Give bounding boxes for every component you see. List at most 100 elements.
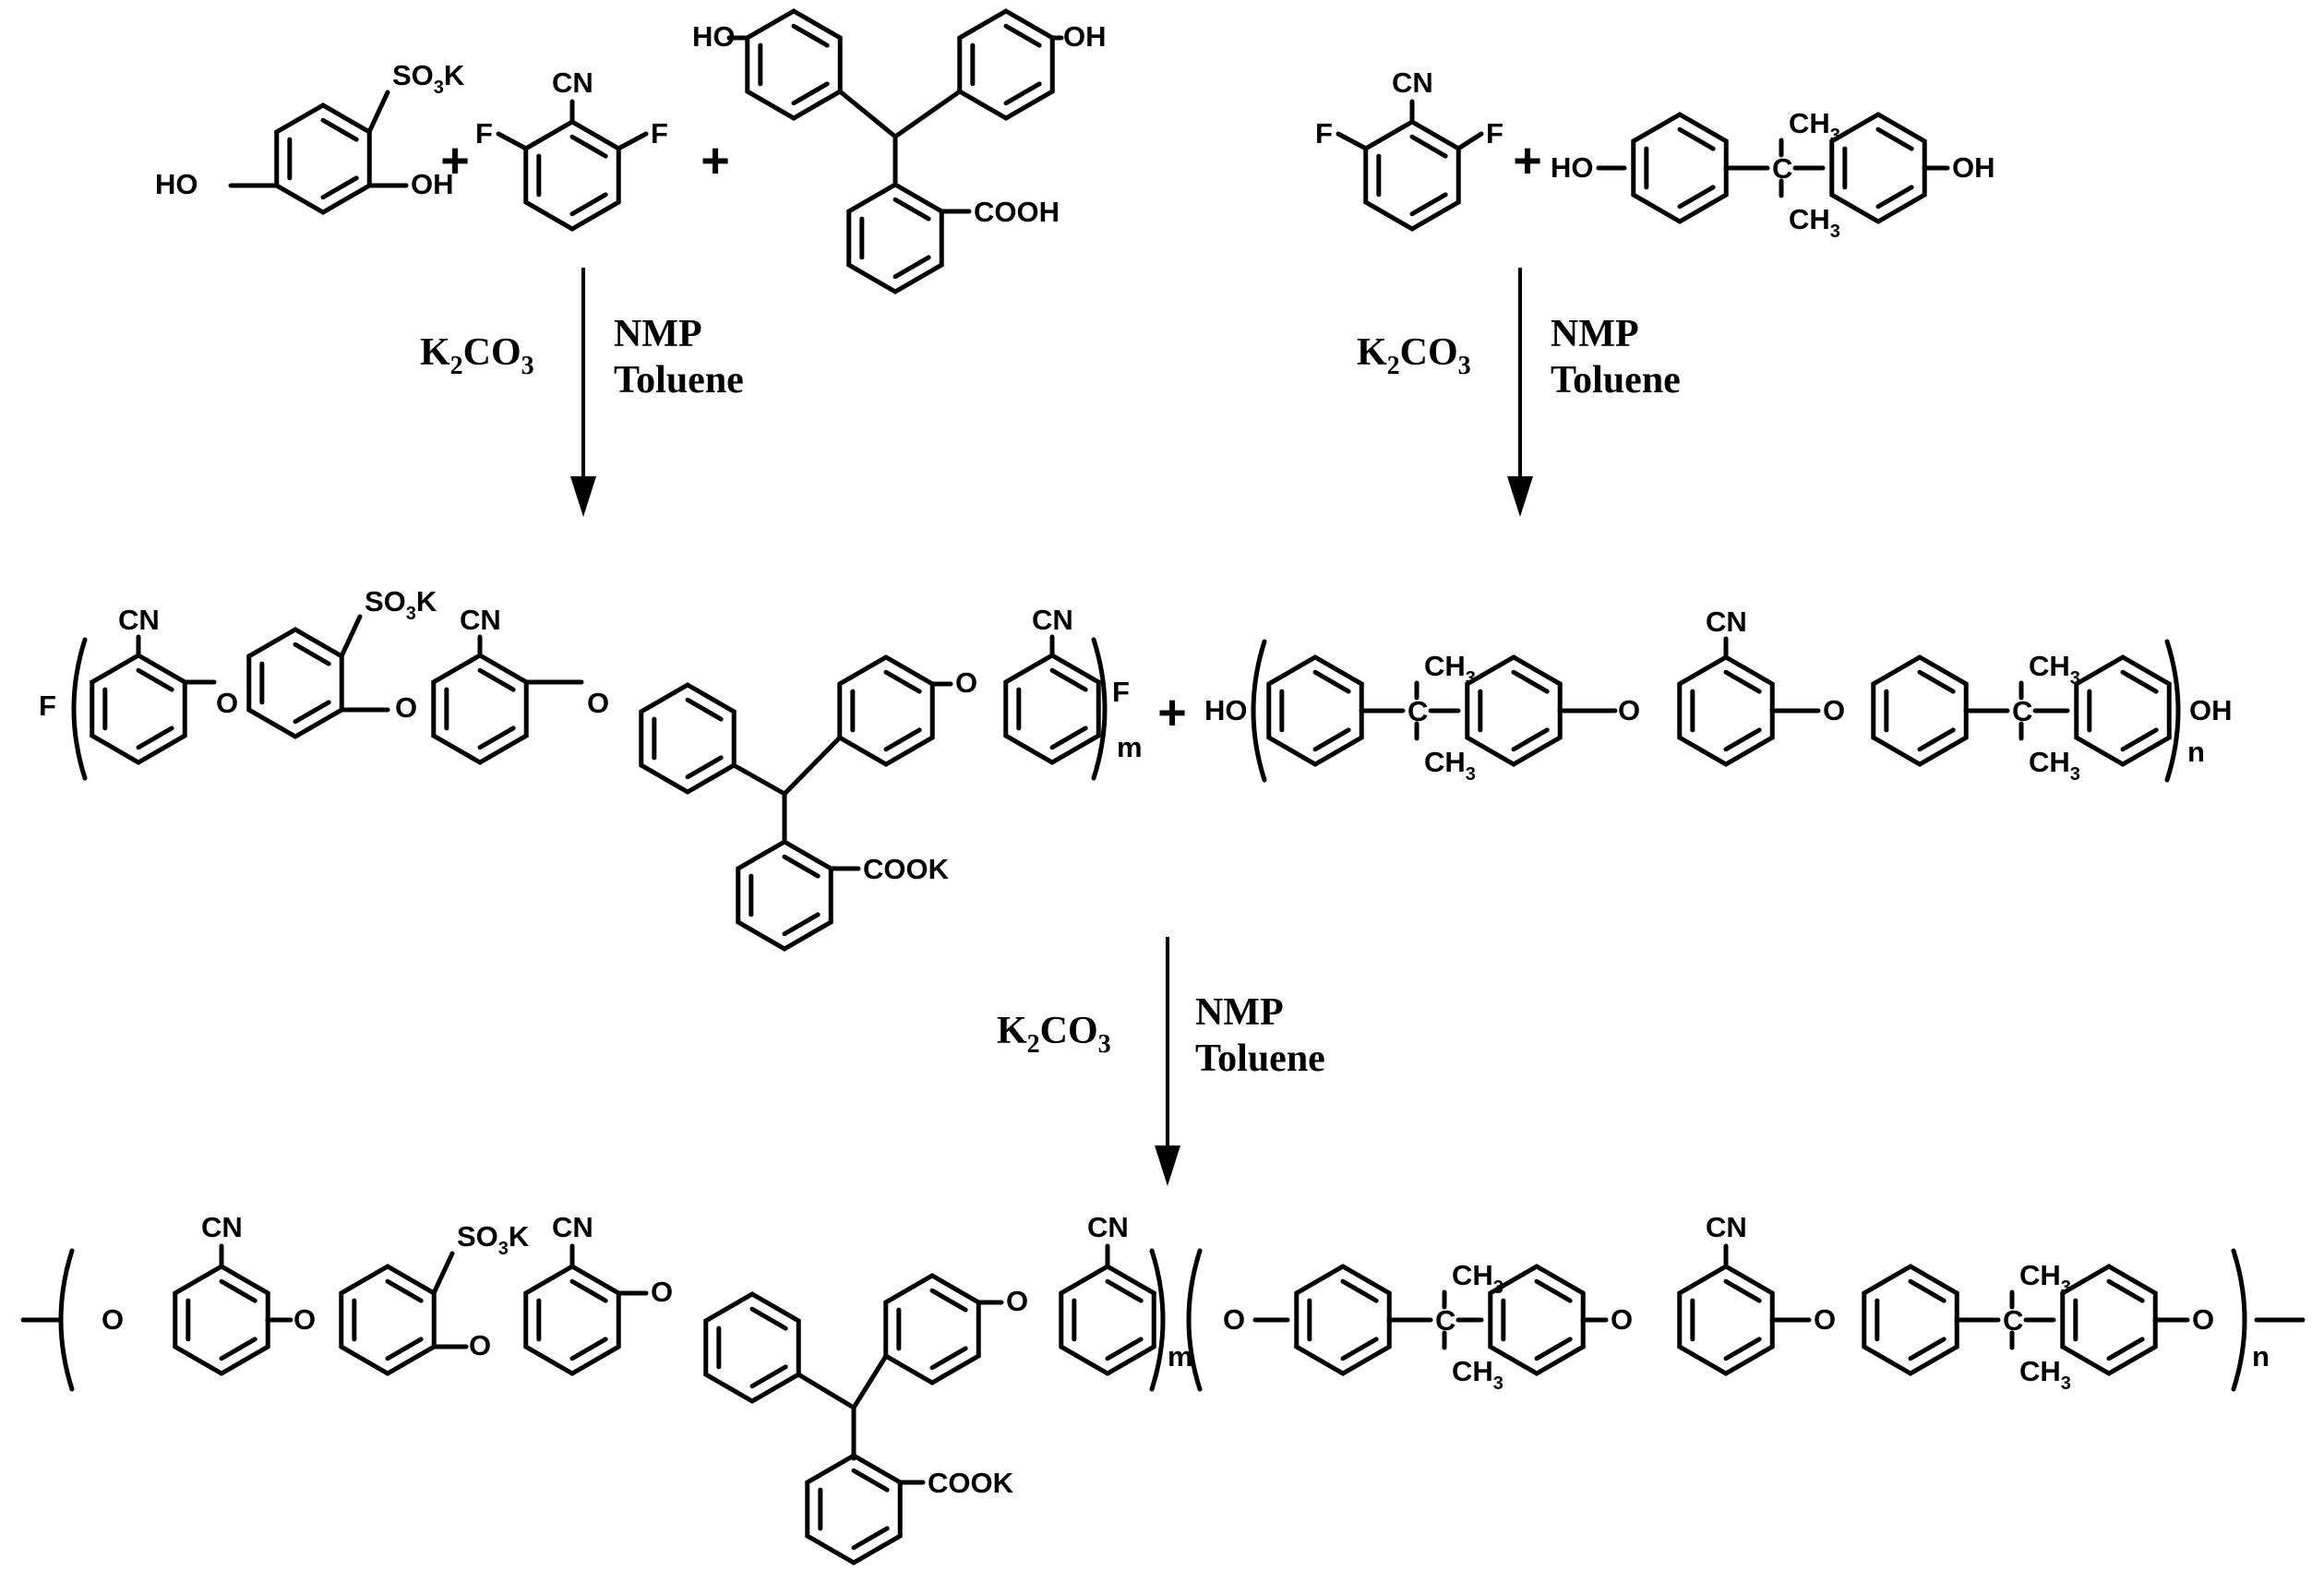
olig1-ring-5 bbox=[837, 654, 935, 767]
n-subscript-2: n bbox=[2252, 1340, 2270, 1373]
double-bond bbox=[791, 81, 830, 106]
double-bond bbox=[1049, 726, 1088, 750]
bpa-ring-right bbox=[1829, 112, 1927, 224]
olig2-ring-4 bbox=[1871, 654, 1969, 767]
olig2-cme2-2-c: C bbox=[2012, 695, 2032, 727]
dfbn-ring-1 bbox=[523, 119, 621, 232]
cn-label-4: CN bbox=[460, 604, 501, 636]
bracket-close-m1 bbox=[1091, 637, 1108, 781]
so3k-label-3: SO3K bbox=[457, 1220, 530, 1259]
double-bond bbox=[293, 642, 331, 666]
cn-label-8: CN bbox=[552, 1211, 593, 1243]
reagent-labels: K2CO3NMPTolueneK2CO3NMPTolueneK2CO3NMPTo… bbox=[420, 313, 1681, 1080]
double-bond bbox=[1723, 669, 1762, 694]
double-bond bbox=[569, 1278, 608, 1303]
ring-outline bbox=[1266, 654, 1364, 767]
cn-label-6: CN bbox=[1706, 606, 1747, 638]
olig2-ring-2 bbox=[1465, 654, 1563, 767]
double-bond bbox=[1917, 669, 1956, 694]
double-bond bbox=[1917, 727, 1956, 752]
double-bond bbox=[2106, 1278, 2145, 1303]
double-bond bbox=[136, 726, 174, 750]
bracket-open-m1 bbox=[71, 637, 88, 781]
ch-bond bbox=[782, 735, 843, 797]
olig2-cme2-1-c: C bbox=[1408, 695, 1428, 727]
poly-ring-11 bbox=[1862, 1264, 1959, 1376]
ring-outline bbox=[1465, 654, 1563, 767]
double-bond bbox=[1312, 669, 1351, 694]
phenolphthalin-ring-left bbox=[745, 8, 843, 121]
ring-outline bbox=[1871, 654, 1969, 767]
double-bond bbox=[219, 1337, 258, 1361]
ring-outline bbox=[1677, 1264, 1775, 1376]
double-bond bbox=[569, 1337, 608, 1361]
plus-1: + bbox=[440, 133, 470, 188]
poly-cme2-1-ch3-top: CH3 bbox=[1452, 1259, 1503, 1298]
double-bond bbox=[385, 1278, 424, 1303]
reagent-solvent-1a: NMP bbox=[614, 313, 702, 355]
double-bond bbox=[1340, 1337, 1379, 1361]
m-subscript-2: m bbox=[1168, 1340, 1193, 1373]
olig2-cme2-2-ch3-top: CH3 bbox=[2029, 650, 2080, 689]
poly-cme2-2-c: C bbox=[2003, 1304, 2023, 1337]
ring-outline bbox=[1677, 654, 1775, 767]
o-label-6: O bbox=[1823, 694, 1845, 726]
reagent-solvent-1b: Toluene bbox=[614, 359, 744, 402]
double-bond bbox=[1409, 134, 1448, 159]
cn-label-9: CN bbox=[1087, 1211, 1129, 1243]
ho-end: HO bbox=[1204, 694, 1248, 726]
double-bond bbox=[1340, 1278, 1379, 1303]
double-bond bbox=[892, 197, 931, 222]
double-bond bbox=[385, 1337, 424, 1361]
plus-3: + bbox=[1513, 133, 1542, 188]
bpa-ring-left bbox=[1631, 112, 1729, 224]
f-label-3: F bbox=[1315, 117, 1333, 150]
o-label-11: O bbox=[1006, 1285, 1028, 1317]
reagent-solvent-2a: NMP bbox=[1551, 313, 1639, 355]
double-bond bbox=[782, 854, 821, 879]
double-bond bbox=[851, 1468, 890, 1493]
double-bond bbox=[883, 727, 922, 752]
double-bond bbox=[2106, 1337, 2145, 1361]
ch-bond bbox=[851, 1353, 889, 1410]
double-bond bbox=[136, 667, 174, 692]
poly-ring-7 bbox=[1059, 1264, 1156, 1376]
double-bond bbox=[1003, 81, 1042, 106]
double-bond bbox=[477, 667, 516, 692]
double-bond bbox=[1534, 1278, 1573, 1303]
o-label-14: O bbox=[1814, 1303, 1836, 1336]
reaction-arrows bbox=[570, 268, 1533, 1186]
ring-outline bbox=[1829, 112, 1927, 224]
bracket-open-n2 bbox=[1186, 1248, 1203, 1392]
double-bond bbox=[1534, 1337, 1573, 1361]
poly-ring-10 bbox=[1677, 1264, 1775, 1376]
f-label-1: F bbox=[475, 117, 493, 150]
oh-label: OH bbox=[411, 168, 454, 200]
o-label-9: O bbox=[469, 1329, 491, 1361]
cn-label-1: CN bbox=[552, 66, 593, 99]
o-label-12: O bbox=[1223, 1303, 1245, 1336]
arrow-head bbox=[1507, 476, 1533, 517]
ring-outline bbox=[639, 682, 737, 795]
arrow-head bbox=[1155, 1145, 1180, 1186]
cook-label: COOK bbox=[863, 853, 950, 885]
arrow-2 bbox=[1507, 268, 1533, 517]
benzene-rings bbox=[90, 8, 2172, 1565]
ho-label-2: HO bbox=[692, 20, 736, 53]
m-subscript-1: m bbox=[1117, 731, 1143, 763]
double-bond bbox=[1723, 727, 1762, 752]
double-bond bbox=[685, 697, 724, 722]
double-bond bbox=[1875, 126, 1914, 151]
double-bond bbox=[749, 1364, 788, 1389]
double-bond bbox=[1003, 23, 1042, 48]
cn-label-2: CN bbox=[1392, 66, 1433, 99]
bracket-open-m2 bbox=[58, 1248, 75, 1392]
poly-ring-5 bbox=[883, 1273, 981, 1385]
reagent-base-3: K2CO3 bbox=[997, 1010, 1111, 1059]
o-label-1: O bbox=[216, 687, 238, 719]
poly-cme2-2-ch3-bottom: CH3 bbox=[2019, 1355, 2071, 1394]
poly-cme2-1-ch3-bottom: CH3 bbox=[1452, 1355, 1503, 1394]
so3k-label: SO3K bbox=[392, 59, 465, 98]
ring-outline bbox=[1488, 1264, 1586, 1376]
double-bond bbox=[569, 192, 608, 217]
